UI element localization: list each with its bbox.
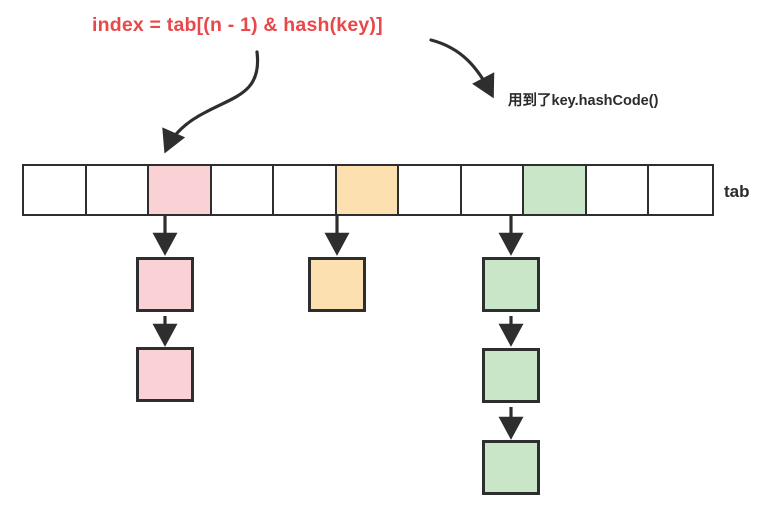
tab-array-label: tab [724, 182, 750, 201]
bucket-cell-6[interactable] [399, 166, 462, 214]
green-chain-node-2[interactable] [482, 348, 540, 403]
pink-chain-node-1[interactable] [136, 257, 194, 312]
bucket-cell-5[interactable] [336, 166, 399, 214]
bucket-cell-8[interactable] [524, 166, 587, 214]
pink-chain-node-2[interactable] [136, 347, 194, 402]
bucket-cell-0[interactable] [24, 166, 87, 214]
hashcode-annotation-note: 用到了key.hashCode() [508, 93, 659, 109]
bucket-cell-9[interactable] [586, 166, 649, 214]
green-chain-node-3[interactable] [482, 440, 540, 495]
formula-to-note-arrow [429, 38, 495, 99]
bucket-cell-3[interactable] [211, 166, 274, 214]
bucket-cell-10[interactable] [649, 166, 712, 214]
bucket-cell-2[interactable] [149, 166, 212, 214]
tab-bucket-array [22, 164, 714, 216]
bucket-cell-1[interactable] [86, 166, 149, 214]
green-chain-node-1[interactable] [482, 257, 540, 312]
orange-chain-node-1[interactable] [308, 257, 366, 312]
bucket-cell-4[interactable] [274, 166, 337, 214]
formula-to-bucket-arrow [162, 50, 260, 154]
index-formula-title: index = tab[(n - 1) & hash(key)] [92, 14, 383, 36]
bucket-cell-7[interactable] [461, 166, 524, 214]
